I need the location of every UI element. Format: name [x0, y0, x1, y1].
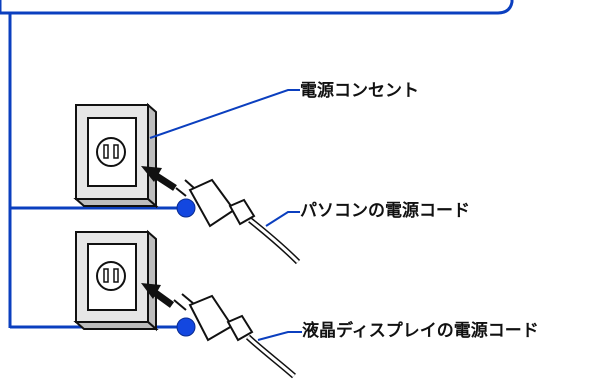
plug-collar	[228, 198, 256, 226]
socket-slot-left	[103, 268, 109, 283]
outlet-plate-bottom	[73, 321, 159, 330]
outlet-plate-edge	[147, 229, 157, 332]
outlet-upper	[73, 102, 159, 209]
lcd-power-cord-label: 液晶ディスプレイの電源コード	[302, 321, 539, 341]
outlet-lower	[73, 229, 159, 332]
outlet-socket	[96, 261, 126, 291]
socket-slot-right	[113, 268, 119, 283]
marker-dot-lcd	[176, 317, 196, 337]
insert-arrow-lower-icon	[141, 283, 175, 308]
socket-slot-left	[103, 144, 109, 159]
plug-body	[188, 294, 234, 342]
plug-collar	[226, 314, 254, 342]
insert-arrow-upper-icon	[141, 166, 177, 191]
callout-line-pc-cord	[265, 211, 300, 227]
plug-pc	[175, 178, 301, 265]
outlet-label: 電源コンセント	[300, 81, 419, 101]
callout-line-lcd-cord	[257, 331, 302, 341]
marker-dot-pc	[176, 198, 196, 218]
outlet-plate-bottom	[73, 198, 159, 207]
plug-lcd	[173, 293, 296, 379]
plug-body	[188, 178, 236, 228]
outlet-plate-edge	[147, 102, 157, 209]
callout-line-outlet	[149, 89, 300, 139]
socket-slot-right	[113, 144, 119, 159]
pc-power-cord-label: パソコンの電源コード	[300, 201, 470, 221]
top-frame-border	[0, 0, 514, 15]
outlet-socket	[96, 137, 126, 167]
